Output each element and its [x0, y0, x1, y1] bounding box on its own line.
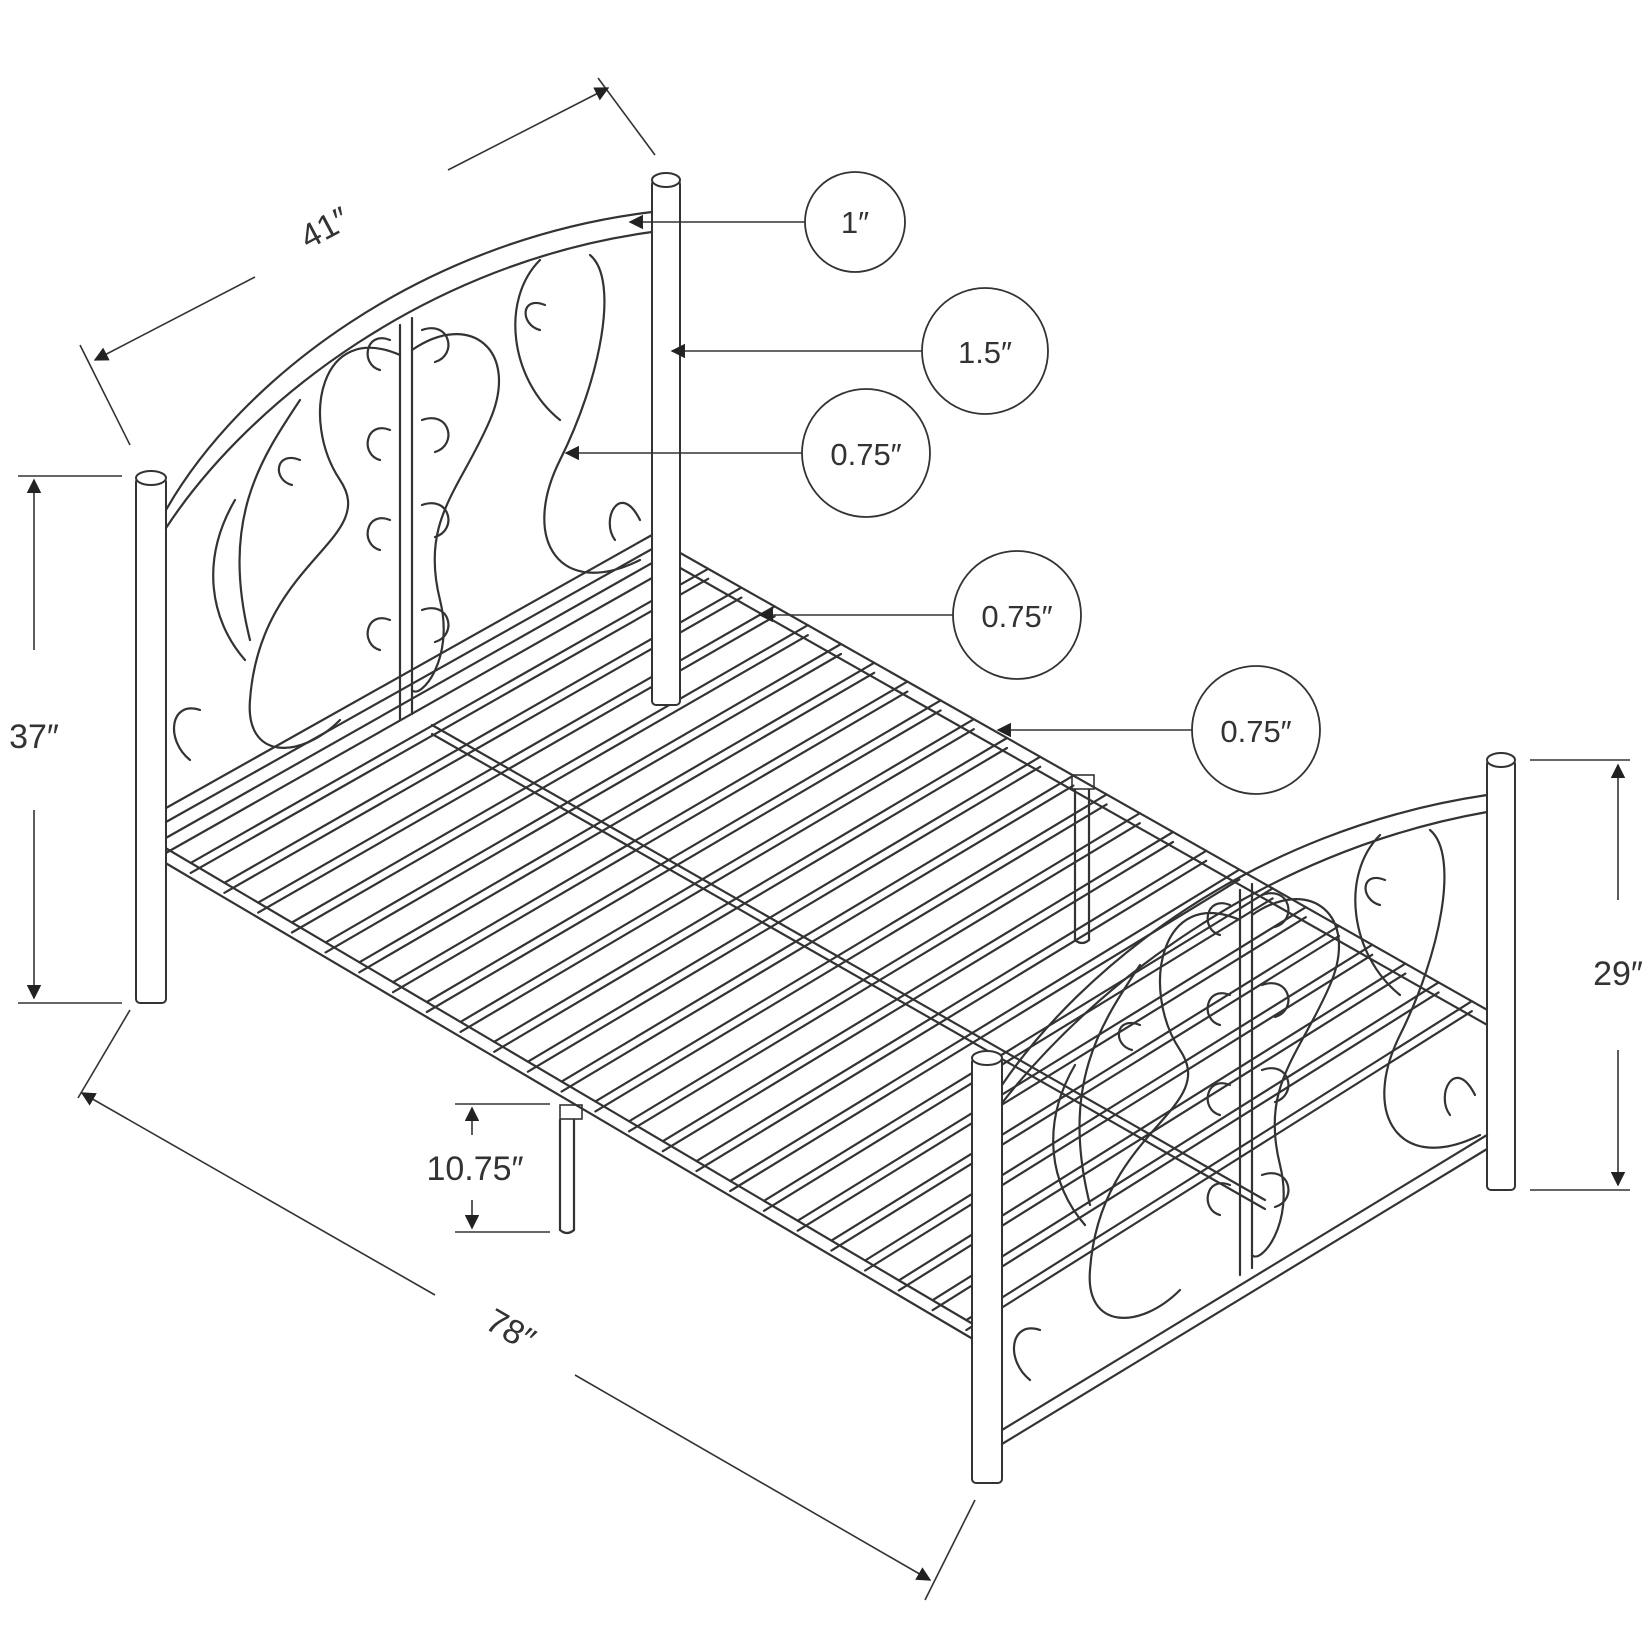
slat-edge: [526, 765, 1042, 1073]
dimension-footboard-height: 29″: [1530, 759, 1643, 1191]
slat-edge: [762, 897, 1274, 1212]
callout-top-rail: 1″: [628, 171, 906, 273]
dimension-lines: 41″ 37″ 29″ 78″: [9, 77, 1643, 1601]
callout-top-rail-label: 1″: [841, 205, 869, 240]
bed-length-label: 78″: [479, 1302, 541, 1360]
footboard-right-post: [1486, 759, 1516, 1191]
bed-frame-drawing: [135, 172, 1516, 1484]
dimension-headboard-height: 37″: [9, 475, 122, 1004]
footboard-left-post: [971, 1057, 1003, 1484]
slats: [189, 567, 1473, 1332]
headboard-left-post: [135, 477, 167, 1004]
support-legs: [558, 788, 1091, 1235]
headboard-right-post: [651, 179, 681, 706]
callout-slat-label: 0.75″: [981, 599, 1052, 634]
slat: [594, 793, 1108, 1103]
under-bed-clearance-label: 10.75″: [426, 1150, 523, 1188]
slat-edge: [796, 916, 1307, 1232]
slat-edge: [391, 690, 909, 994]
slat: [493, 736, 1009, 1043]
center-bracket-right: [1071, 774, 1095, 790]
slat-edge: [290, 634, 809, 934]
slat: [729, 868, 1241, 1183]
slat-edge: [189, 577, 710, 874]
slat-edge: [931, 991, 1440, 1312]
slat-edge: [965, 1010, 1473, 1332]
callout-slat: 0.75″: [758, 550, 1082, 680]
slat-edge: [425, 709, 942, 1014]
slat: [965, 1000, 1473, 1322]
slat-edge: [628, 822, 1141, 1133]
slat: [189, 567, 710, 864]
slat: [290, 624, 809, 924]
slat-edge: [358, 671, 876, 974]
callouts: 1″ 1.5″ 0.75″ 0.75″ 0.75″: [564, 171, 1321, 795]
headboard: [135, 172, 681, 1004]
slat-edge: [324, 652, 843, 954]
callout-side-rail-label: 0.75″: [1220, 714, 1291, 749]
callout-scroll-bar: 0.75″: [564, 388, 931, 518]
slat-edge: [459, 728, 975, 1033]
headboard-width-label: 41″: [294, 200, 356, 257]
dimension-bed-length: 78″: [77, 1009, 976, 1601]
slat: [762, 887, 1274, 1202]
slat-edge: [594, 803, 1108, 1113]
slat: [459, 718, 975, 1023]
slat: [324, 642, 843, 944]
slat-edge: [560, 784, 1075, 1093]
callout-post-label: 1.5″: [958, 335, 1012, 370]
slat: [358, 661, 876, 964]
slat: [695, 849, 1208, 1163]
slat-edge: [830, 934, 1341, 1252]
footboard-height-label: 29″: [1593, 955, 1643, 993]
slat: [931, 981, 1440, 1302]
slat-edge: [257, 615, 776, 914]
dimension-headboard-width: 41″: [79, 77, 656, 446]
slat: [391, 680, 909, 984]
center-bracket-left: [559, 1104, 583, 1120]
slat: [560, 774, 1075, 1083]
callout-post: 1.5″: [670, 287, 1049, 415]
slat: [830, 924, 1341, 1242]
dimension-under-bed-clearance: 10.75″: [426, 1103, 550, 1233]
slat: [628, 812, 1141, 1123]
headboard-height-label: 37″: [9, 718, 59, 756]
callout-scroll-bar-label: 0.75″: [830, 437, 901, 472]
slat-edge: [493, 746, 1009, 1053]
frame-rails: [149, 534, 1507, 1357]
slat: [796, 906, 1307, 1222]
slat: [526, 755, 1042, 1063]
footboard: [971, 752, 1516, 1484]
callout-side-rail: 0.75″: [996, 665, 1321, 795]
slat: [425, 699, 942, 1004]
slat-edge: [695, 859, 1208, 1173]
slat: [257, 605, 776, 904]
